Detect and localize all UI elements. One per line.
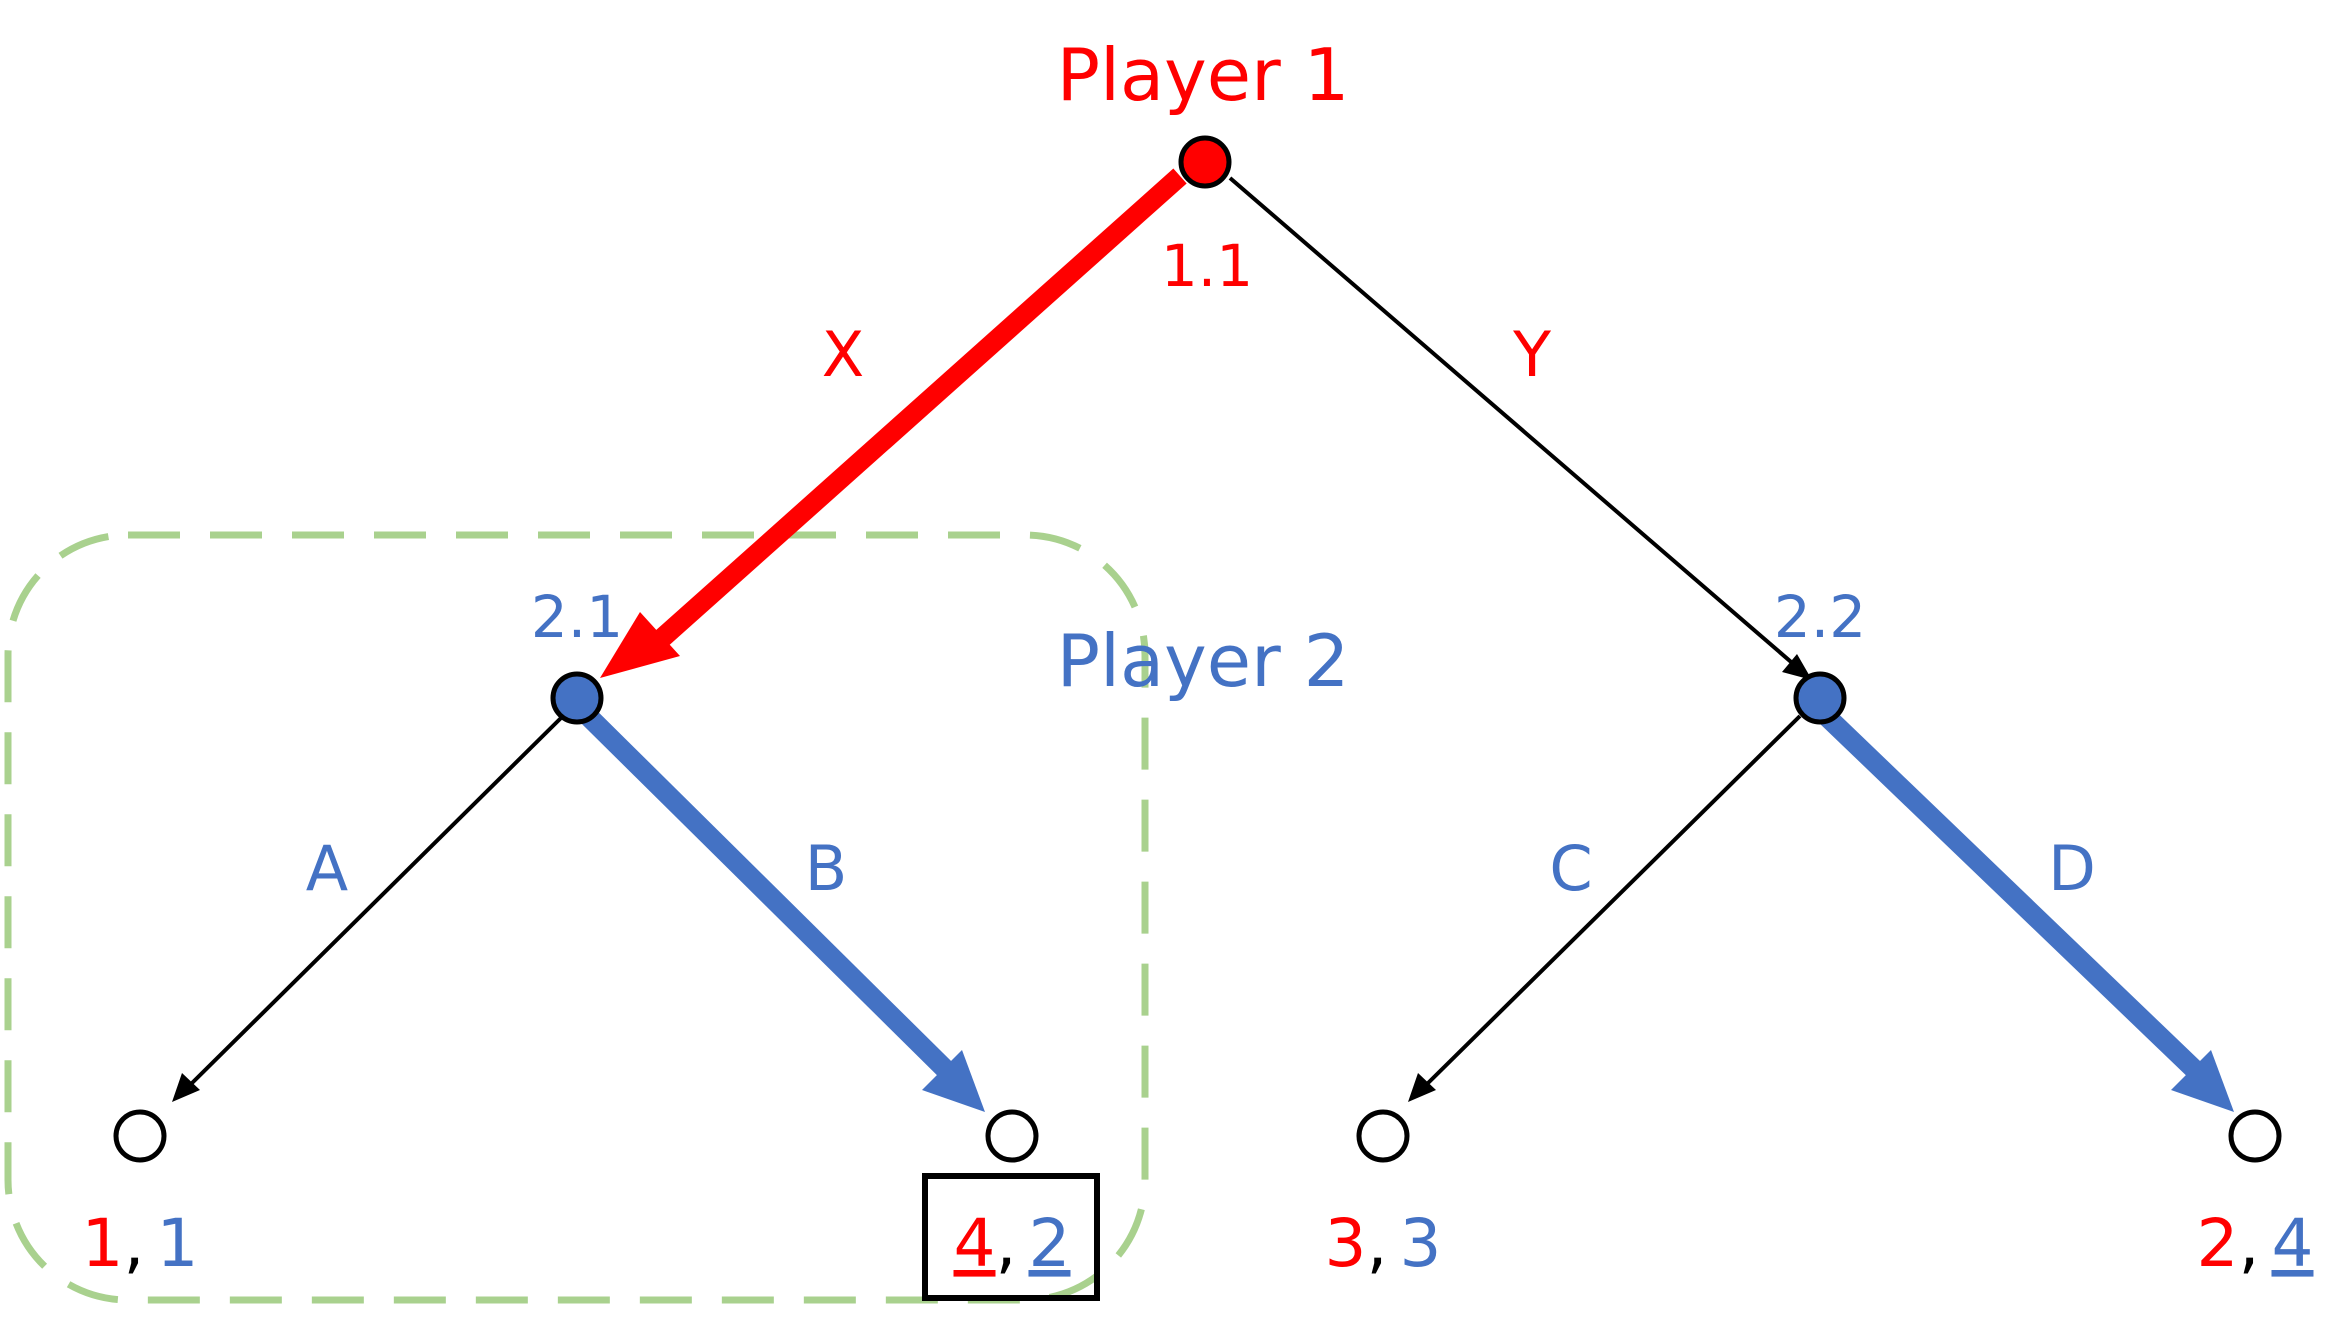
move-a-label: A: [306, 832, 348, 905]
equilibrium-box: [922, 1173, 1100, 1301]
node-2-1: [550, 671, 604, 725]
payoff-a-sep: ,: [124, 1205, 145, 1282]
node-2-2-label: 2.2: [1774, 583, 1866, 651]
subgame-outline: [4, 531, 1149, 1304]
payoff-c-sep: ,: [1367, 1205, 1388, 1282]
edge-y: [1228, 176, 1814, 682]
edge-c: [1421, 714, 1802, 1090]
player2-label: Player 2: [1057, 619, 1350, 703]
edge-c-arrowhead: [1408, 1073, 1436, 1102]
node-2-2: [1793, 671, 1847, 725]
payoff-b-p1: 4: [954, 1205, 996, 1282]
edge-a: [185, 714, 565, 1090]
edge-b-arrowhead: [922, 1050, 985, 1112]
edge-x-arrowhead: [600, 612, 680, 678]
payoff-b: 4,2: [954, 1205, 1071, 1282]
payoff-b-sep: ,: [996, 1205, 1017, 1282]
node-1-1-label: 1.1: [1161, 232, 1253, 300]
payoff-d-sep: ,: [2239, 1205, 2260, 1282]
terminal-node-c: [1356, 1109, 1410, 1163]
edge-y-arrowhead: [1782, 654, 1812, 680]
move-x-label: X: [822, 318, 864, 391]
terminal-node-b: [985, 1109, 1039, 1163]
payoff-a-p1: 1: [82, 1205, 124, 1282]
node-2-1-label: 2.1: [531, 583, 623, 651]
move-b-label: B: [805, 832, 848, 905]
payoff-d-p1: 2: [2197, 1205, 2239, 1282]
terminal-node-d: [2228, 1109, 2282, 1163]
terminal-node-a: [113, 1109, 167, 1163]
edge-a-arrowhead: [172, 1073, 200, 1102]
payoff-c-p1: 3: [1325, 1205, 1367, 1282]
player1-label: Player 1: [1057, 33, 1350, 117]
move-d-label: D: [2048, 832, 2096, 905]
payoff-d: 2,4: [2197, 1205, 2314, 1282]
edge-b: [574, 702, 956, 1080]
payoff-d-p2: 4: [2271, 1205, 2313, 1282]
move-y-label: Y: [1512, 318, 1551, 391]
move-c-label: C: [1549, 832, 1592, 905]
payoff-c: 3,3: [1325, 1205, 1442, 1282]
edge-d: [1813, 702, 2204, 1080]
edge-d-arrowhead: [2171, 1050, 2234, 1112]
payoff-b-p2: 2: [1028, 1205, 1070, 1282]
node-1-1: [1178, 135, 1232, 189]
payoff-a: 1,1: [82, 1205, 199, 1282]
payoff-a-p2: 1: [156, 1205, 198, 1282]
payoff-c-p2: 3: [1399, 1205, 1441, 1282]
edge-x: [653, 168, 1187, 648]
